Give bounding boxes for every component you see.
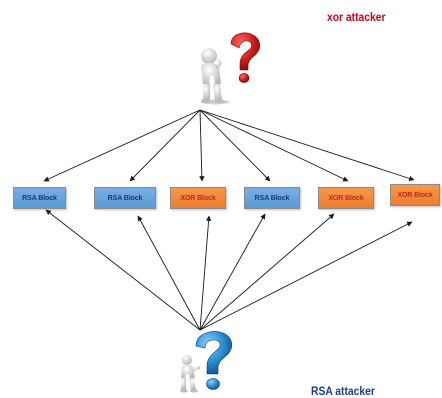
block-1: RSA Block bbox=[13, 187, 66, 209]
thinking-person-red-question-icon bbox=[201, 32, 260, 105]
arrow-xor-attacker-to-block-4 bbox=[199, 109, 271, 182]
rsa-attacker-label: RSA attacker bbox=[311, 384, 375, 398]
arrow-rsa-attacker-to-block-2 bbox=[137, 215, 201, 331]
block-5: XOR Block bbox=[318, 187, 374, 209]
block-6: XOR Block bbox=[390, 184, 440, 206]
block-2: RSA Block bbox=[94, 187, 156, 209]
block-label: XOR Block bbox=[397, 191, 433, 199]
arrow-xor-attacker-to-block-6 bbox=[199, 109, 415, 182]
block-label: RSA Block bbox=[107, 194, 143, 202]
arrow-xor-attacker-to-block-2 bbox=[129, 109, 201, 182]
block-label: XOR Block bbox=[180, 194, 216, 202]
block-label: RSA Block bbox=[254, 194, 290, 202]
arrow-xor-attacker-to-block-3 bbox=[199, 109, 205, 182]
xor-attacker-label: xor attacker bbox=[327, 10, 386, 24]
arrow-rsa-attacker-to-block-4 bbox=[199, 213, 266, 331]
person-leaning-on-blue-question-icon bbox=[180, 331, 233, 393]
arrow-xor-attacker-to-block-1 bbox=[43, 109, 201, 182]
block-label: RSA Block bbox=[22, 194, 57, 202]
arrow-rsa-attacker-to-block-1 bbox=[45, 209, 201, 331]
block-label: XOR Block bbox=[328, 194, 364, 202]
block-3: XOR Block bbox=[170, 187, 226, 209]
arrow-rsa-attacker-to-block-3 bbox=[199, 215, 212, 331]
arrow-rsa-attacker-to-block-5 bbox=[199, 213, 335, 331]
arrow-rsa-attacker-to-block-6 bbox=[199, 221, 413, 331]
block-4: RSA Block bbox=[244, 187, 300, 209]
arrow-xor-attacker-to-block-5 bbox=[199, 109, 349, 182]
